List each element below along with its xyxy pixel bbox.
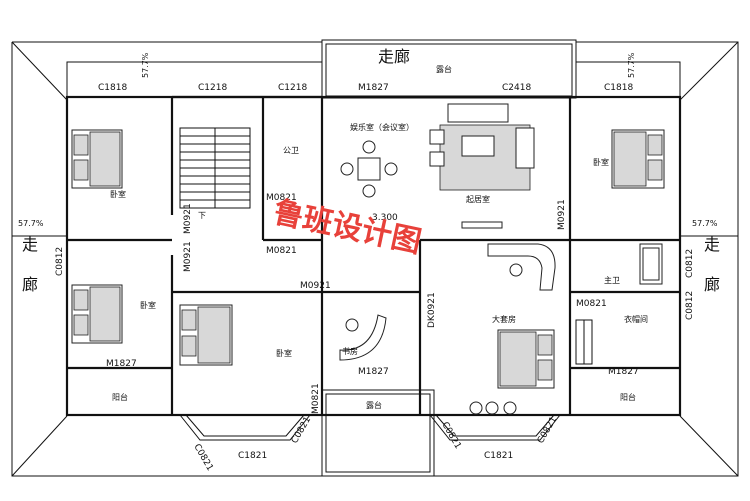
bed-top-left: [71, 129, 123, 189]
code-c1218-a: C1218: [198, 83, 227, 93]
curved-sofa: [487, 243, 556, 291]
bathtub: [639, 243, 663, 285]
bed-mid-left: [71, 284, 123, 344]
code-m0821-c: M0821: [311, 383, 321, 414]
bed-master: [497, 329, 555, 389]
wardrobe: [575, 319, 593, 365]
slope-left: 57.7%: [18, 219, 44, 228]
room-bedroom-ml: 卧室: [140, 300, 156, 310]
code-dk0921: DK0921: [427, 292, 437, 328]
code-c0812-right-1: C0812: [685, 249, 695, 278]
slope-right-top: 57.7%: [627, 52, 636, 78]
code-c1218-b: C1218: [278, 83, 307, 93]
code-c0821-4: C0821: [536, 415, 559, 445]
code-c0821-2: C0821: [290, 415, 313, 445]
study-desk: [339, 314, 387, 361]
code-c1821-right: C1821: [484, 451, 513, 461]
code-c2418: C2418: [502, 83, 531, 93]
code-m1827-right: M1827: [608, 367, 639, 377]
code-c0812-left: C0812: [55, 247, 65, 276]
balcony-right: 阳台: [620, 392, 636, 402]
bed-top-right: [611, 129, 665, 189]
code-m0821-right: M0821: [576, 299, 607, 309]
code-c0812-right-2: C0812: [685, 291, 695, 320]
code-m0921-d: M0921: [557, 199, 567, 230]
code-c1818-left: C1818: [98, 83, 127, 93]
room-closet: 衣帽间: [624, 314, 648, 324]
room-bathroom-main: 主卫: [604, 275, 620, 285]
terrace-top: 露台: [436, 64, 452, 74]
code-m0821-a: M0821: [266, 193, 297, 203]
stair-down: 下: [198, 211, 206, 220]
room-bedroom-bl: 卧室: [276, 348, 292, 358]
code-m0921-c: M0921: [300, 281, 331, 291]
elevation-mark: 3.300: [372, 213, 398, 223]
code-c0821-1: C0821: [191, 443, 214, 473]
corridor-left-1: 走: [22, 235, 38, 254]
corridor-left-2: 廊: [22, 275, 38, 294]
code-m1827-top: M1827: [358, 83, 389, 93]
room-master: 大套房: [492, 314, 516, 324]
code-m1827-study: M1827: [358, 367, 389, 377]
room-bedroom-tr: 卧室: [593, 157, 609, 167]
bed-bottom-left: [179, 304, 233, 366]
code-c1821-left: C1821: [238, 451, 267, 461]
room-study: 书房: [342, 346, 358, 356]
sofa-set: [429, 103, 535, 191]
room-bathroom-pub: 公卫: [283, 146, 299, 155]
code-m1827-left: M1827: [106, 359, 137, 369]
terrace-bottom: 露台: [366, 400, 382, 410]
balcony-left: 阳台: [112, 392, 128, 402]
code-m0921-b: M0921: [183, 241, 193, 272]
slope-left-top: 57.7%: [141, 52, 150, 78]
terrace-chairs: [469, 401, 517, 415]
room-living: 起居室: [466, 194, 490, 204]
exterior-walls: [65, 95, 682, 417]
room-bedroom-tl: 卧室: [110, 189, 126, 199]
tv-cabinet: [461, 221, 503, 229]
dining-set: [340, 140, 398, 198]
slope-right: 57.7%: [692, 219, 718, 228]
roof-outline: [11, 41, 739, 477]
room-entertainment: 娱乐室（会议室）: [350, 122, 414, 132]
code-c1818-right: C1818: [604, 83, 633, 93]
corridor-right-1: 走: [704, 235, 720, 254]
code-m0921-a: M0921: [183, 203, 193, 234]
interior-walls: [67, 95, 680, 415]
corridor-right-2: 廊: [704, 275, 720, 294]
code-m0821-b: M0821: [266, 246, 297, 256]
corridor-top: 走廊: [378, 47, 410, 66]
staircase: [179, 127, 251, 209]
bay-windows: [66, 367, 681, 477]
